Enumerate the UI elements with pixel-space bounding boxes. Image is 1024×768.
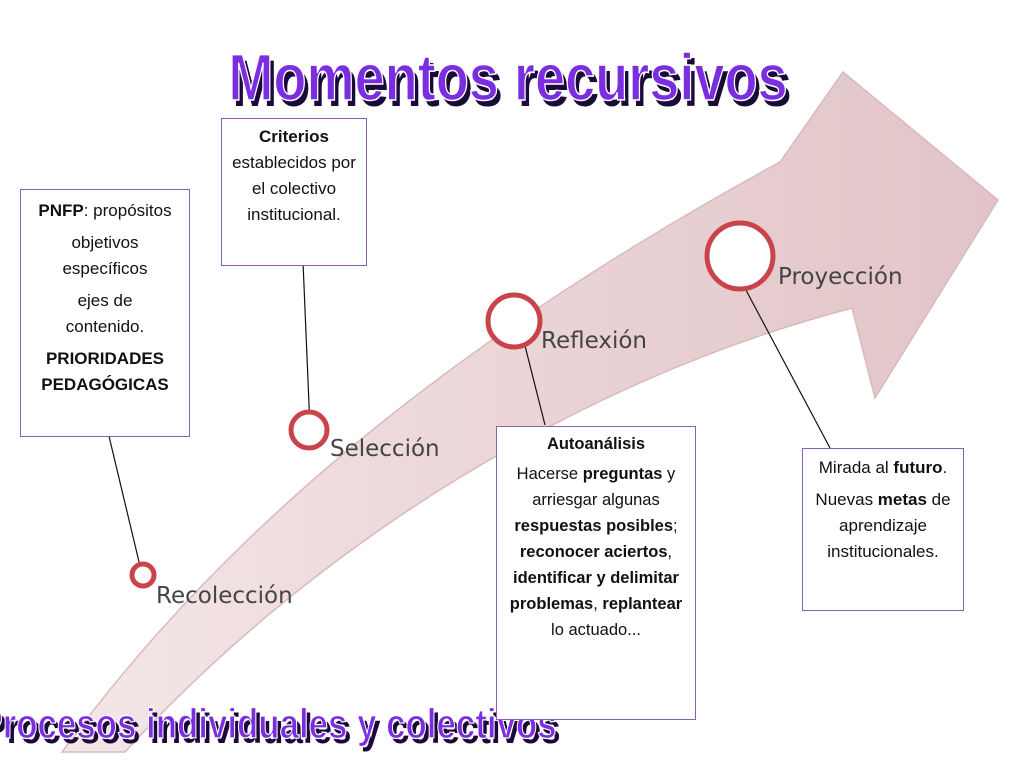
stage-circle-proyeccion <box>704 220 776 292</box>
autoanalisis-text: Hacerse preguntas y arriesgar algunas re… <box>509 465 683 639</box>
stage-label-seleccion: Selección <box>330 436 440 462</box>
svg-text:Momentos recursivos: Momentos recursivos <box>232 46 791 120</box>
futuro-box: Mirada al futuro. Nuevas metas de aprend… <box>802 448 964 611</box>
pnfp-line-4: PRIORIDADES PEDAGÓGICAS <box>41 349 169 394</box>
title-top-wordart: Momentos recursivos Momentos recursivos <box>228 39 792 120</box>
stage-label-reflexion: Reflexión <box>541 328 647 354</box>
connector-pnfp-recoleccion <box>107 431 141 567</box>
autoanalisis-heading: Autoanálisis <box>546 435 646 453</box>
criterios-box: Criterios establecidos por el colectivo … <box>221 118 367 266</box>
stage-circle-recoleccion <box>129 561 157 589</box>
stage-circle-reflexion <box>485 292 543 350</box>
connector-futuro-proyeccion <box>730 261 831 449</box>
stage-label-proyeccion: Proyección <box>778 264 903 290</box>
criterios-text: Criterios establecidos por el colectivo … <box>232 127 356 224</box>
stage-circle-seleccion <box>288 409 330 451</box>
stage-label-recoleccion: Recolección <box>156 583 293 609</box>
svg-text:Procesos individuales y colect: Procesos individuales y colectivos <box>0 706 561 753</box>
svg-text:Momentos recursivos: Momentos recursivos <box>228 40 787 114</box>
pnfp-line-3: ejes de contenido. <box>65 291 145 336</box>
connector-criterios-seleccion <box>302 261 311 429</box>
title-bottom-wordart: Procesos individuales y colectivos Proce… <box>0 700 561 753</box>
svg-text:Procesos individuales y colect: Procesos individuales y colectivos <box>0 701 557 748</box>
autoanalisis-box: Autoanálisis Hacerse preguntas y arriesg… <box>496 426 696 720</box>
pnfp-line-1: PNFP: propósitos <box>38 201 172 220</box>
pnfp-line-2: objetivos específicos <box>62 233 148 278</box>
futuro-line-1: Mirada al futuro. <box>818 458 948 477</box>
futuro-line-2: Nuevas metas de aprendizaje instituciona… <box>815 490 951 561</box>
pnfp-box: PNFP: propósitos objetivos específicos e… <box>20 189 190 437</box>
